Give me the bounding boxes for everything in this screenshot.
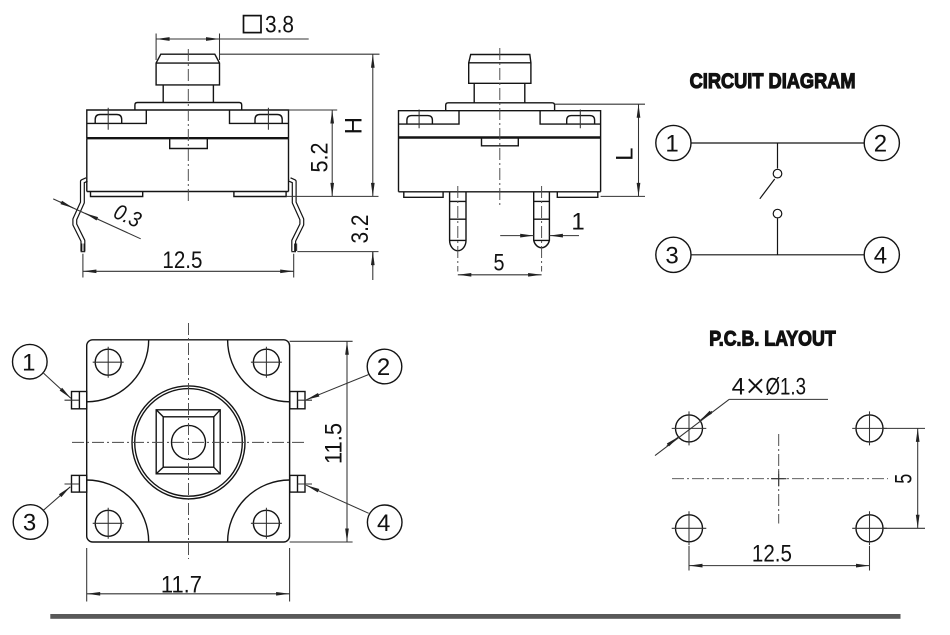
- svg-text:3.2: 3.2: [347, 215, 374, 244]
- svg-text:H: H: [341, 117, 368, 134]
- svg-text:1: 1: [571, 209, 584, 236]
- svg-text:5: 5: [891, 474, 918, 484]
- svg-text:CIRCUIT DIAGRAM: CIRCUIT DIAGRAM: [690, 70, 856, 93]
- svg-text:Ø1.3: Ø1.3: [766, 373, 807, 400]
- svg-text:2: 2: [377, 354, 390, 381]
- svg-text:12.5: 12.5: [752, 540, 792, 567]
- svg-text:3: 3: [665, 242, 678, 269]
- svg-text:4: 4: [874, 242, 887, 269]
- svg-text:1: 1: [665, 131, 678, 158]
- svg-text:1: 1: [22, 349, 35, 376]
- svg-text:12.5: 12.5: [162, 247, 202, 274]
- svg-text:11.5: 11.5: [321, 423, 348, 464]
- svg-text:4: 4: [377, 510, 390, 537]
- svg-text:5.2: 5.2: [307, 143, 334, 173]
- svg-text:5: 5: [494, 249, 505, 276]
- svg-text:3: 3: [23, 510, 36, 537]
- svg-text:3.8: 3.8: [265, 12, 294, 39]
- svg-text:L: L: [612, 148, 639, 161]
- svg-text:11.7: 11.7: [161, 572, 202, 599]
- svg-text:4: 4: [732, 373, 745, 400]
- svg-text:P.C.B. LAYOUT: P.C.B. LAYOUT: [709, 328, 836, 351]
- svg-text:2: 2: [874, 131, 887, 158]
